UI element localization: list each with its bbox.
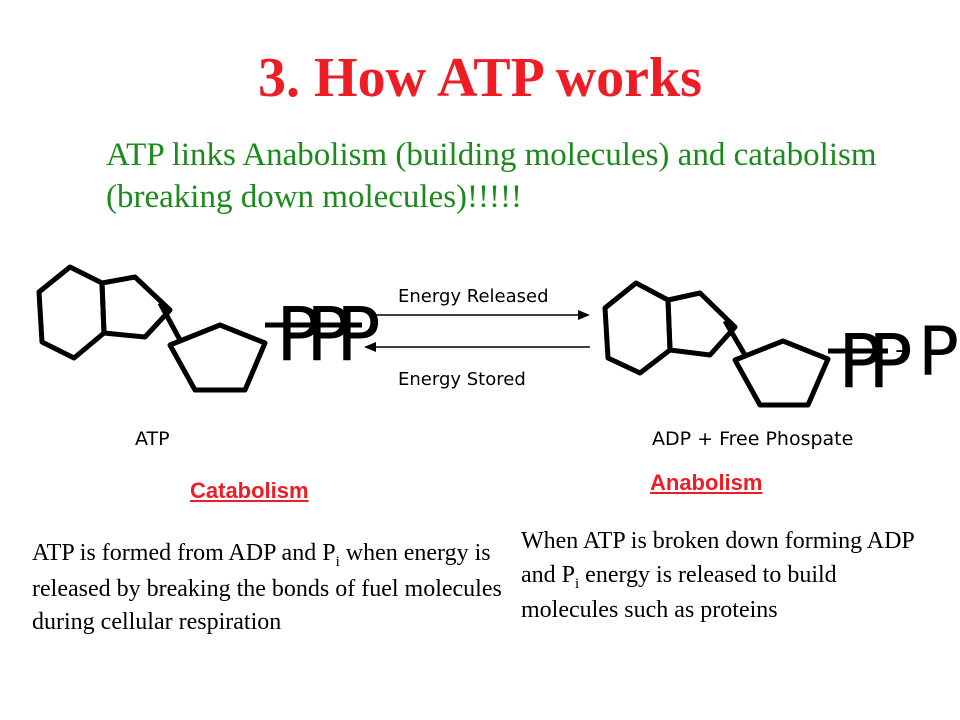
anabolism-text-part2: energy is released to build molecules su…: [521, 561, 837, 624]
adp-label: ADP + Free Phospate: [652, 428, 853, 450]
catabolism-description: ATP is formed from ADP and Pi when energ…: [32, 537, 502, 640]
atp-phosphate-2: P: [306, 292, 351, 378]
catabolism-heading: Catabolism: [190, 478, 309, 503]
catabolism-text-part2: when energy is released by breaking the …: [32, 540, 502, 636]
anabolism-description: When ATP is broken down forming ADP and …: [521, 525, 921, 628]
atp-hexagon-ring: [36, 264, 107, 361]
adp-phosphate-2: P: [868, 319, 913, 405]
adp-five-ring: [665, 290, 738, 358]
energy-released-label: Energy Released: [398, 286, 549, 307]
atp-adp-diagram: P P P Energy Released Energy Stored P P …: [36, 264, 959, 450]
atp-ribose-ring: [167, 322, 268, 393]
energy-stored-label: Energy Stored: [398, 369, 526, 390]
atp-phosphate-3: P: [336, 292, 381, 378]
plus-sign: +: [894, 339, 912, 364]
catabolism-text-part1: ATP is formed from ADP and P: [32, 540, 336, 566]
free-phosphate: P: [918, 313, 959, 392]
adp-molecule: [602, 280, 888, 408]
anabolism-heading: Anabolism: [650, 470, 763, 495]
adp-hexagon-ring: [602, 280, 673, 376]
atp-five-ring: [99, 274, 173, 340]
slide-title: 3. How ATP works: [258, 47, 702, 109]
anabolism-text-part1: When ATP is broken down forming ADP and …: [521, 528, 914, 588]
adp-ribose-ring: [732, 338, 831, 408]
anabolism-subscript: i: [575, 575, 580, 592]
atp-link-bond: [157, 301, 183, 342]
slide-subtitle: ATP links Anabolism (building molecules)…: [106, 137, 877, 215]
catabolism-subscript: i: [335, 553, 340, 570]
atp-molecule: [36, 264, 362, 393]
atp-phosphate-1: P: [276, 292, 321, 378]
adp-phosphate-1: P: [838, 319, 883, 405]
atp-label: ATP: [135, 428, 170, 450]
adp-link-bond: [722, 319, 748, 357]
